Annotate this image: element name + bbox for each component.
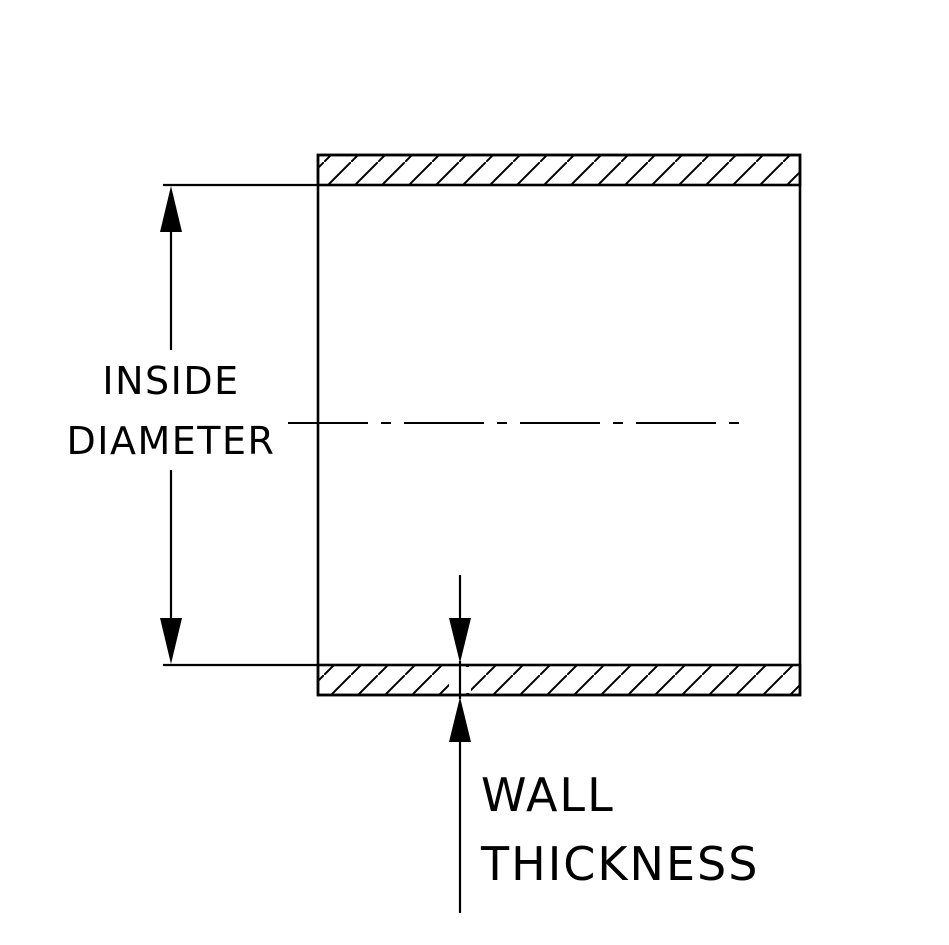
wall-thickness-label-line2: THICKNESS [480,837,759,891]
inside-diameter-label-line1: INSIDE [102,359,239,403]
inside-diameter-arrow-down-icon [160,618,182,664]
wall-thickness-arrow-up-icon [449,697,471,742]
tube-body-outline [316,153,802,697]
wall-thickness-arrow-down-icon [449,618,471,663]
inside-diameter-label-line2: DIAMETER [67,419,276,463]
wall-thickness-label-line1: WALL [481,768,615,822]
inside-diameter-arrow-up-icon [160,186,182,232]
top-wall-cross-section [316,153,802,187]
bottom-wall-cross-section [316,663,802,697]
